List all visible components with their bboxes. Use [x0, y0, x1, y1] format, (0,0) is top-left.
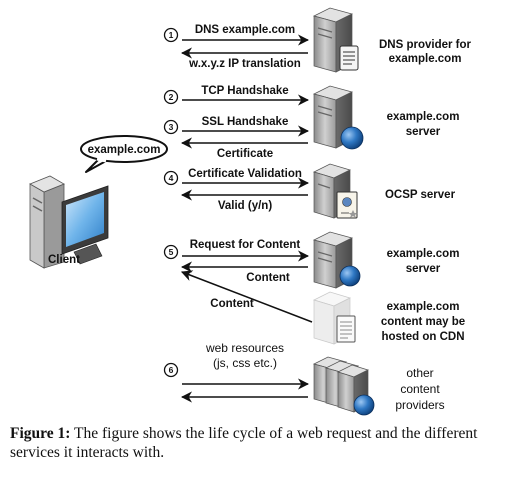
label-cdn-3: hosted on CDN [381, 331, 464, 343]
step-number-6: 6 [163, 362, 179, 378]
cdn-document-icon [336, 315, 356, 343]
label-cdn-1: example.com [387, 301, 460, 313]
step-number-5: 5 [163, 244, 179, 260]
label-providers-3: providers [395, 398, 444, 412]
client-computer [29, 175, 109, 269]
label-web-resources: web resources [205, 341, 284, 355]
web-request-lifecycle-diagram: Client example.com 1 2 3 4 5 6 DN [29, 7, 472, 416]
label-providers-2: content [400, 382, 440, 396]
label-web-server-2: server [406, 126, 441, 138]
content-providers-icon [313, 356, 375, 416]
svg-text:3: 3 [169, 122, 174, 132]
label-ocsp-server: OCSP server [385, 189, 456, 201]
svg-text:5: 5 [169, 247, 174, 257]
svg-text:4: 4 [169, 173, 174, 183]
step-number-1: 1 [163, 27, 179, 43]
label-js-css: (js, css etc.) [213, 356, 277, 370]
label-dns-provider-1: DNS provider for [379, 39, 472, 51]
label-cdn-2: content may be [381, 316, 465, 328]
step-number-4: 4 [163, 170, 179, 186]
ocsp-server-icon [313, 163, 358, 219]
step-number-3: 3 [163, 119, 179, 135]
label-tcp-handshake: TCP Handshake [201, 85, 288, 97]
svg-text:1: 1 [169, 30, 174, 40]
caption-text: The figure shows the life cycle of a web… [10, 425, 478, 461]
label-content-server-1: example.com [387, 248, 460, 260]
label-dns-provider-2: example.com [389, 53, 462, 65]
figure-caption: Figure 1: The figure shows the life cycl… [10, 424, 525, 462]
label-certificate: Certificate [217, 148, 273, 160]
svg-text:6: 6 [169, 365, 174, 375]
label-ssl-handshake: SSL Handshake [202, 116, 289, 128]
label-providers-1: other [406, 366, 433, 380]
label-valid-yn: Valid (y/n) [218, 200, 272, 212]
bubble-text: example.com [88, 144, 161, 156]
domain-speech-bubble [80, 135, 168, 173]
step-number-2: 2 [163, 89, 179, 105]
label-ip-translation: w.x.y.z IP translation [188, 58, 301, 70]
label-dns-example: DNS example.com [195, 24, 295, 36]
label-request-for-content: Request for Content [190, 239, 301, 251]
caption-prefix: Figure 1: [10, 425, 71, 442]
label-content-server-2: server [406, 263, 441, 275]
label-certificate-validation: Certificate Validation [188, 168, 302, 180]
arrow-content-from-cdn [180, 270, 313, 323]
svg-text:2: 2 [169, 92, 174, 102]
label-web-server-1: example.com [387, 111, 460, 123]
dns-server-icon [313, 7, 359, 73]
content-server-icon [313, 231, 361, 289]
web-server-icon [313, 85, 364, 150]
client-label: Client [48, 254, 80, 266]
label-content-server: Content [246, 272, 290, 284]
label-content-cdn: Content [210, 298, 254, 310]
